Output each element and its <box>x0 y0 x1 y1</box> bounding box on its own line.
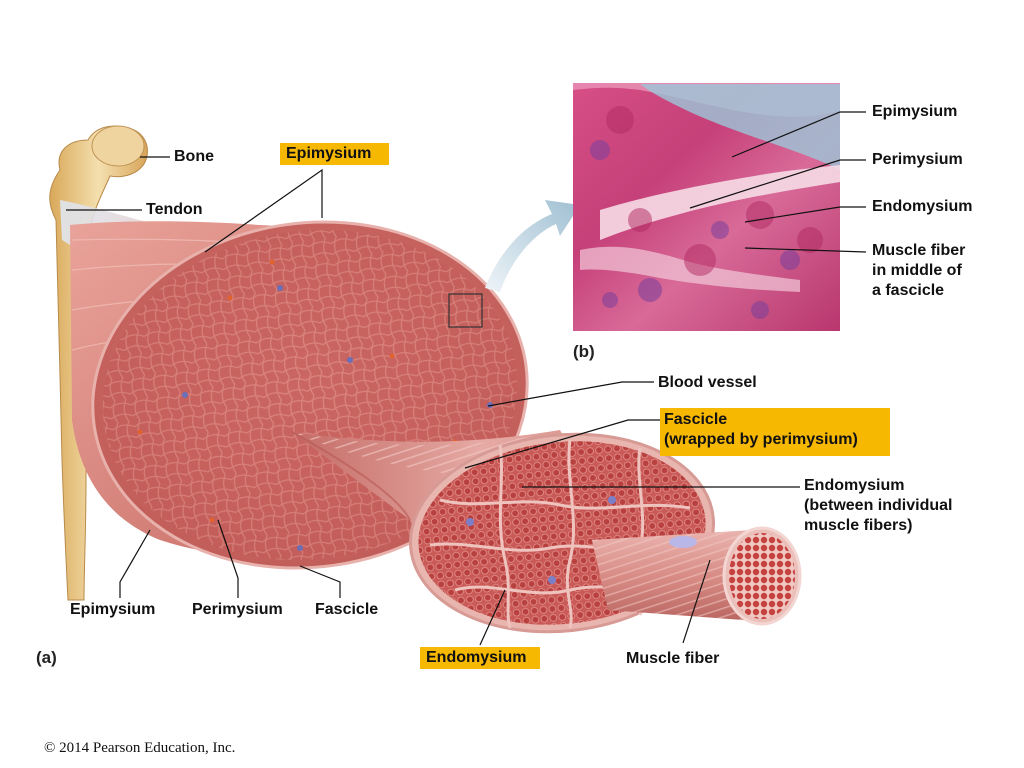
micro-label-muscle-fiber-line2: in middle of <box>872 262 962 279</box>
label-endomysium-between-line1: Endomysium <box>804 477 905 494</box>
micro-label-endomysium: Endomysium <box>872 198 973 215</box>
copyright: © 2014 Pearson Education, Inc. <box>44 740 236 756</box>
micro-label-perimysium: Perimysium <box>872 151 963 168</box>
part-label-a: (a) <box>36 648 57 667</box>
label-epimysium-bottom: Epimysium <box>70 601 156 618</box>
label-endomysium-between: Endomysium (between individual muscle fi… <box>804 476 952 536</box>
label-muscle-fiber-bottom: Muscle fiber <box>626 650 720 667</box>
micro-label-muscle-fiber-line1: Muscle fiber <box>872 242 966 259</box>
label-endomysium-between-line3: muscle fibers) <box>804 517 913 534</box>
micro-label-muscle-fiber: Muscle fiber in middle of a fascicle <box>872 241 965 301</box>
label-blood-vessel: Blood vessel <box>658 374 757 391</box>
label-fascicle-bottom: Fascicle <box>315 601 379 618</box>
label-bone: Bone <box>174 148 214 165</box>
label-fascicle-wrapped-line2: (wrapped by perimysium) <box>664 431 858 448</box>
label-fascicle-wrapped: Fascicle (wrapped by perimysium) <box>660 408 890 456</box>
micro-label-muscle-fiber-line3: a fascicle <box>872 282 945 299</box>
label-epimysium-top: Epimysium <box>280 143 389 165</box>
label-perimysium-bottom: Perimysium <box>192 601 283 618</box>
micro-label-epimysium: Epimysium <box>872 103 958 120</box>
label-endomysium-bottom: Endomysium <box>420 647 540 669</box>
label-endomysium-between-line2: (between individual <box>804 497 953 514</box>
label-fascicle-wrapped-line1: Fascicle <box>664 411 728 428</box>
part-label-b: (b) <box>573 342 595 361</box>
label-tendon: Tendon <box>146 201 203 218</box>
